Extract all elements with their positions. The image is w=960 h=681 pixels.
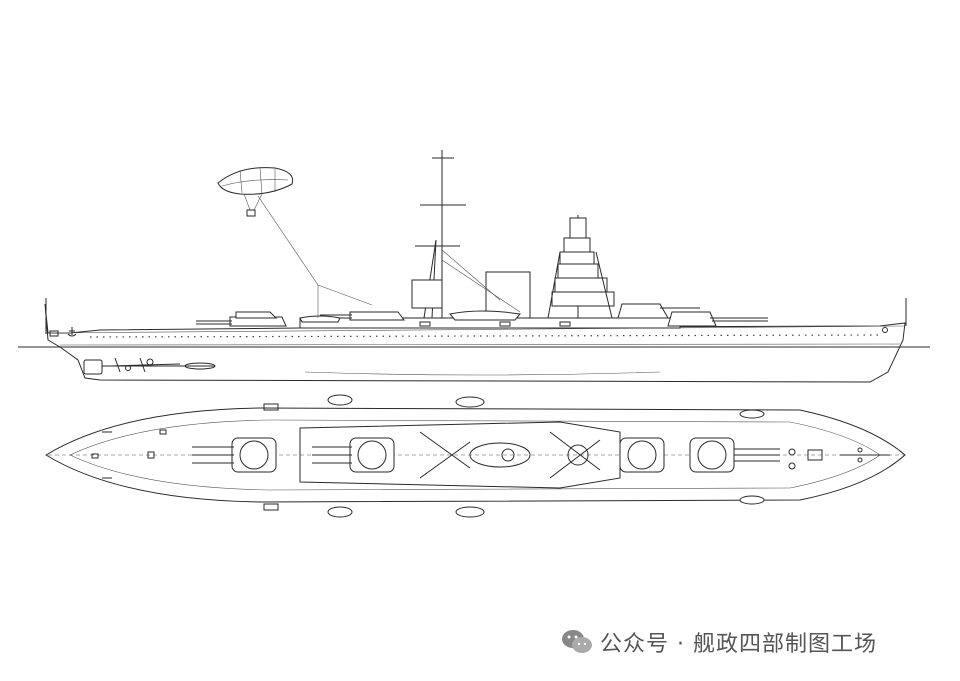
side-profile-view [18,150,930,383]
wechat-logo-icon [562,630,592,653]
hull-side [44,303,906,383]
funnel-plan [419,431,601,479]
aft-turret-plans [192,437,395,473]
bridge-tower [547,215,615,319]
fore-turret-plans [619,437,780,473]
plan-boats [102,394,765,518]
watermark: 公众号 · 舰政四部制图工场 [560,624,877,660]
bow-fittings [788,447,890,470]
portholes [89,334,881,338]
stern-fittings [91,429,167,459]
fore-turrets [617,303,768,327]
kite-balloon [217,167,373,318]
deck-boats [299,310,571,327]
mainmast [411,150,521,319]
watermark-text: 公众号 · 舰政四部制图工场 [600,632,877,657]
hull-plan [45,407,906,503]
deckhouse-plan [299,421,621,489]
anchor-icon [67,327,77,337]
funnel [485,271,531,319]
plan-view [45,394,906,518]
stern-propellers [83,357,216,375]
